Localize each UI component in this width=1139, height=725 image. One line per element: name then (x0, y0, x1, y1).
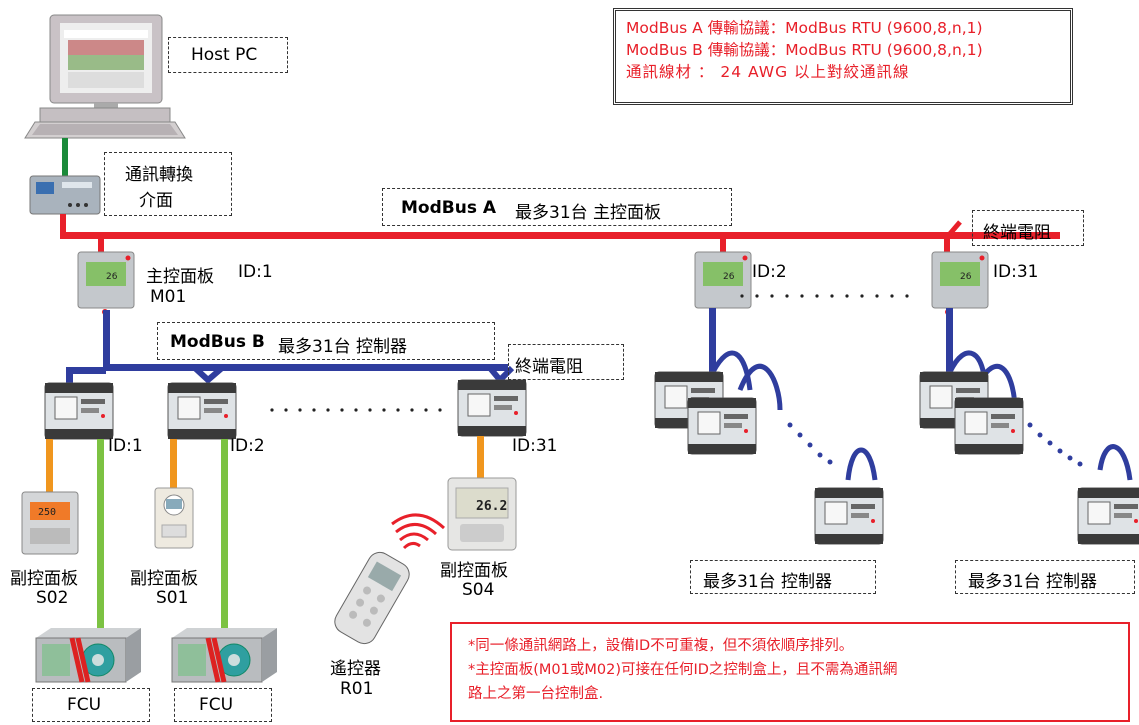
modbus-b-label-box: ModBus B 最多31台 控制器 (157, 322, 495, 360)
modbus-a-label-box: ModBus A 最多31台 主控面板 (382, 188, 732, 226)
master-panel-icon (931, 251, 989, 315)
sub-panel-s01-label: 副控面板 (130, 569, 198, 589)
fcu-2-label: FCU (199, 695, 234, 715)
notes-box: *同一條通訊網路上，設備ID不可重複，但不須依順序排列。 *主控面板(M01或M… (450, 622, 1130, 722)
sub-panel-s04-code: S04 (462, 580, 495, 600)
remote-code: R01 (340, 679, 374, 699)
master-panel-31-id: ID:31 (993, 262, 1039, 282)
master-panel-icon (77, 251, 135, 315)
fcu-1-label-box: FCU (32, 688, 150, 722)
controller-icon (687, 397, 757, 455)
sub-panel-s04-label: 副控面板 (440, 561, 508, 581)
svg-text:250: 250 (38, 507, 56, 518)
modbus-b-name: ModBus B (170, 332, 265, 352)
controller-icon (44, 382, 114, 440)
max-controllers-2-label: 最多31台 控制器 (968, 572, 1098, 592)
protocol-box: ModBus A 傳輸協議：ModBus RTU (9600,8,n,1) Mo… (613, 8, 1073, 105)
converter-label-2: 介面 (139, 191, 173, 211)
terminator-a-box: 終端電阻 (972, 210, 1084, 246)
max-controllers-1-box: 最多31台 控制器 (690, 560, 876, 594)
terminator-b-box: 終端電阻 (508, 344, 624, 380)
thermostat-icon: 250 (21, 491, 79, 555)
controller-icon (954, 397, 1024, 455)
host-pc-label: Host PC (191, 45, 258, 65)
controller-1-id: ID:1 (108, 436, 143, 456)
sub-panel-s02-code: S02 (36, 588, 69, 608)
fcu-icon (36, 628, 141, 682)
terminator-b-label: 終端電阻 (515, 357, 583, 377)
controller-icon (457, 379, 527, 437)
master-panel-1-id: ID:1 (238, 262, 273, 282)
master-panel-icon (694, 251, 752, 309)
master-panel-1-code: M01 (150, 287, 187, 307)
modbus-a-desc: 最多31台 主控面板 (515, 203, 662, 223)
remote-label: 遙控器 (330, 659, 381, 679)
sub-panel-s02-label: 副控面板 (10, 569, 78, 589)
controller-icon (814, 487, 884, 545)
terminator-a-label: 終端電阻 (983, 223, 1051, 243)
max-controllers-1-label: 最多31台 控制器 (703, 572, 833, 592)
modbus-b-desc: 最多31台 控制器 (278, 337, 408, 357)
max-controllers-2-box: 最多31台 控制器 (955, 560, 1135, 594)
master-panel-2-id: ID:2 (752, 262, 787, 282)
protocol-line-b: ModBus B 傳輸協議：ModBus RTU (9600,8,n,1) (626, 41, 983, 59)
fcu-icon (172, 628, 277, 682)
note-line-3: 路上之第一台控制盒. (468, 686, 604, 702)
controller-2-id: ID:2 (230, 436, 265, 456)
host-pc-label-box: Host PC (168, 37, 288, 73)
svg-text:26.2: 26.2 (476, 499, 507, 514)
controller-icon (1077, 487, 1139, 545)
sub-panel-s01-code: S01 (156, 588, 189, 608)
svg-text:26: 26 (723, 272, 735, 282)
svg-text:26: 26 (106, 272, 118, 282)
fcu-2-label-box: FCU (174, 688, 272, 722)
computer-icon (24, 14, 186, 139)
thermostat-icon (154, 487, 194, 549)
remote-icon (334, 551, 410, 645)
note-line-1: *同一條通訊網路上，設備ID不可重複，但不須依順序排列。 (468, 638, 854, 654)
fcu-1-label: FCU (67, 695, 102, 715)
protocol-line-a: ModBus A 傳輸協議：ModBus RTU (9600,8,n,1) (626, 19, 983, 37)
svg-text:26: 26 (960, 272, 972, 282)
modbus-a-name: ModBus A (401, 198, 497, 218)
cable-spec: 通訊線材 ： 24 AWG 以上對絞通訊線 (626, 63, 910, 81)
note-line-2: *主控面板(M01或M02)可接在任何ID之控制盒上，且不需為通訊網 (468, 662, 898, 678)
converter-label-box: 通訊轉換 介面 (104, 152, 232, 216)
controller-31-id: ID:31 (512, 436, 558, 456)
converter-icon (29, 175, 101, 215)
thermostat-icon: 26.2 (447, 477, 517, 551)
signal-waves (391, 513, 446, 550)
master-panel-1-label: 主控面板 (146, 267, 214, 287)
converter-label-1: 通訊轉換 (125, 165, 193, 185)
controller-icon (167, 382, 237, 440)
